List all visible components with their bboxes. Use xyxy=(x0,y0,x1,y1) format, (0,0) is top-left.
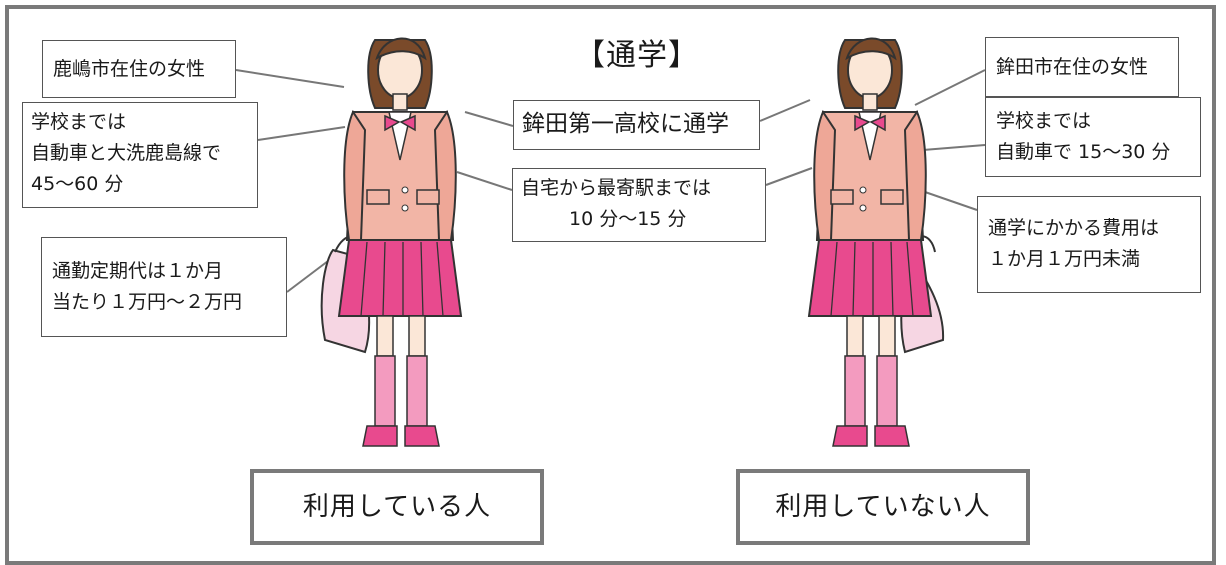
connector-left-commute xyxy=(257,126,346,141)
left-resident-text: 鹿嶋市在住の女性 xyxy=(53,58,206,80)
right-resident-box: 鉾田市在住の女性 xyxy=(985,37,1179,97)
student-figure-left xyxy=(320,37,463,447)
connector-center-school-left xyxy=(464,111,514,127)
connector-left-resident xyxy=(235,69,345,88)
left-pass-cost-box: 通勤定期代は１か月 当たり１万円〜２万円 xyxy=(41,237,287,337)
connector-right-resident xyxy=(914,69,986,106)
left-commute-box: 学校までは 自動車と大洗鹿島線で 45〜60 分 xyxy=(22,102,258,208)
bow-icon xyxy=(384,114,416,132)
diagram-title: 【通学】 xyxy=(575,38,699,73)
left-resident-box: 鹿嶋市在住の女性 xyxy=(42,40,236,98)
connector-center-school-right xyxy=(759,99,811,122)
left-pass-cost-line-2: 当たり１万円〜２万円 xyxy=(52,291,243,313)
right-resident-text: 鉾田市在住の女性 xyxy=(996,56,1149,78)
right-commute-line-2: 自動車で 15〜30 分 xyxy=(996,141,1171,163)
caption-non-users-text: 利用していない人 xyxy=(775,492,991,522)
connector-right-cost xyxy=(924,191,978,211)
right-cost-line-1: 通学にかかる費用は xyxy=(988,217,1160,239)
left-commute-line-3: 45〜60 分 xyxy=(31,173,124,195)
right-cost-line-2: １か月１万円未満 xyxy=(988,248,1141,270)
connector-lines xyxy=(235,69,986,293)
connector-center-station-right xyxy=(765,167,813,186)
home-station-line-1: 自宅から最寄駅までは xyxy=(521,177,712,199)
left-commute-line-2: 自動車と大洗鹿島線で xyxy=(31,142,222,164)
right-commute-line-1: 学校までは xyxy=(996,110,1092,132)
left-commute-line-1: 学校までは xyxy=(31,111,127,133)
caption-non-users: 利用していない人 xyxy=(736,469,1030,545)
right-cost-box: 通学にかかる費用は １か月１万円未満 xyxy=(977,196,1201,293)
connector-center-station-left xyxy=(456,171,513,191)
right-commute-box: 学校までは 自動車で 15〜30 分 xyxy=(985,97,1201,177)
left-pass-cost-line-1: 通勤定期代は１か月 xyxy=(52,260,224,282)
caption-users: 利用している人 xyxy=(250,469,544,545)
bow-icon xyxy=(854,114,886,132)
school-box: 鉾田第一高校に通学 xyxy=(513,100,760,150)
connector-right-commute xyxy=(922,144,986,151)
student-figure-right xyxy=(807,37,945,447)
home-station-box: 自宅から最寄駅までは 10 分〜15 分 xyxy=(512,168,766,242)
school-text: 鉾田第一高校に通学 xyxy=(522,111,729,137)
home-station-line-2: 10 分〜15 分 xyxy=(569,208,687,230)
caption-users-text: 利用している人 xyxy=(302,492,492,522)
